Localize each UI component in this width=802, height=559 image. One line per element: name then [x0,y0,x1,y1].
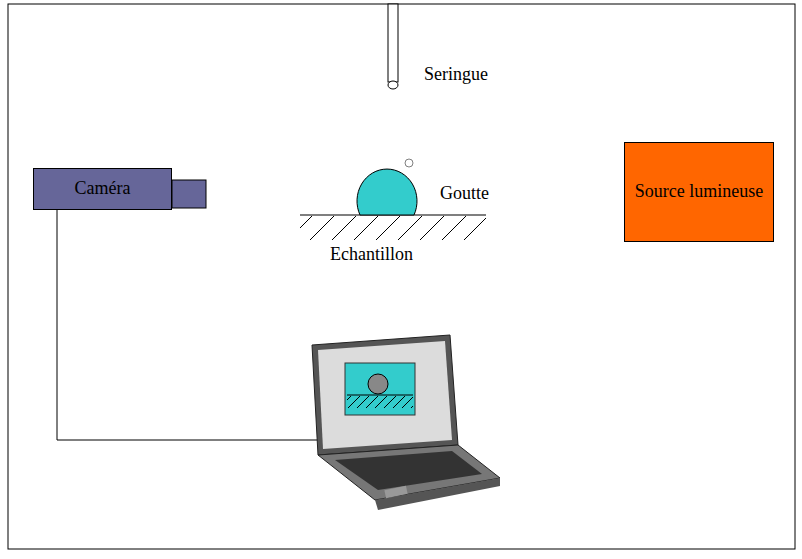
node-text: Caméra [75,178,131,200]
sample [300,215,486,240]
camera-box: Caméra [33,168,172,210]
syringe [388,4,398,89]
sample-label: Echantillon [330,244,413,265]
frame [8,4,795,549]
syringe-label: Seringue [424,64,488,85]
light-source-box: Source lumineuse [624,142,774,242]
drop [357,159,417,215]
camera-lens [172,180,206,208]
camera-cable [57,210,345,440]
drop-label: Goutte [440,183,489,204]
node-text: Source lumineuse [635,181,763,203]
laptop [312,335,500,510]
